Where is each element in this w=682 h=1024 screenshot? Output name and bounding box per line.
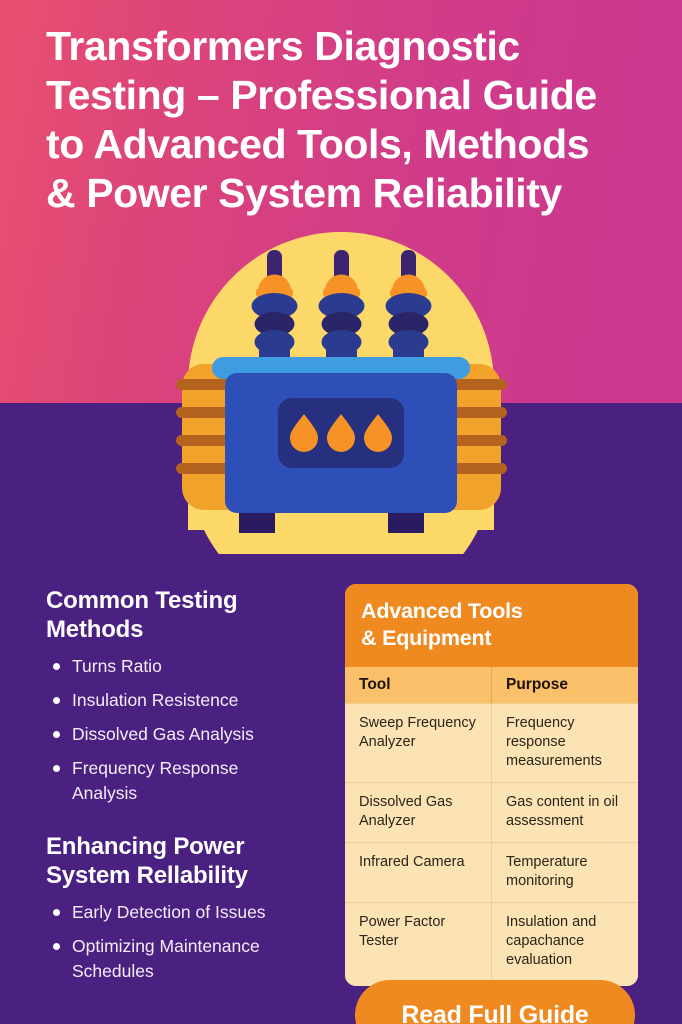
advanced-tools-card-title: Advanced Tools & Equipment xyxy=(361,599,523,650)
list-item: Optimizing Maintenance Schedules xyxy=(46,934,346,984)
cell-purpose: Frequency response measurements xyxy=(491,703,638,783)
list-item: Dissolved Gas Analysis xyxy=(46,722,346,747)
cell-purpose: Gas content in oil assessment xyxy=(491,782,638,843)
table-row: Dissolved Gas Analyzer Gas content in oi… xyxy=(345,782,638,843)
list-item: Turns Ratio xyxy=(46,654,346,679)
advanced-tools-card: Advanced Tools & Equipment Tool Purpose … xyxy=(345,584,638,986)
cell-tool: Power Factor Tester xyxy=(345,902,492,986)
enhancing-reliability-list: Early Detection of Issues Optimizing Mai… xyxy=(46,900,346,984)
bushing-right xyxy=(385,250,432,374)
testing-methods-list: Turns Ratio Insulation Resistence Dissol… xyxy=(46,654,346,806)
column-header-tool: Tool xyxy=(345,667,492,704)
read-full-guide-button[interactable]: Read Full Guide xyxy=(355,980,635,1024)
list-item: Frequency Response Analysis xyxy=(46,756,346,806)
cell-purpose: Insulation and capachance evaluation xyxy=(491,902,638,986)
table-row: Power Factor Tester Insulation and capac… xyxy=(345,902,638,986)
column-header-purpose: Purpose xyxy=(491,667,638,704)
table-row: Sweep Frequency Analyzer Frequency respo… xyxy=(345,703,638,783)
table-row: Infrared Camera Temperature monitoring xyxy=(345,842,638,903)
section-heading-testing-methods: Common Testing Methods xyxy=(46,587,238,643)
list-item: Early Detection of Issues xyxy=(46,900,346,925)
section-heading-enhancing-reliability: Enhancing Power System Rellability xyxy=(46,833,248,889)
advanced-tools-card-header: Advanced Tools & Equipment xyxy=(345,584,638,667)
table-header-row: Tool Purpose xyxy=(345,667,638,704)
oil-drop-icons xyxy=(290,414,392,452)
cell-tool: Dissolved Gas Analyzer xyxy=(345,782,492,843)
cell-purpose: Temperature monitoring xyxy=(491,842,638,903)
cell-tool: Sweep Frequency Analyzer xyxy=(345,703,492,783)
advanced-tools-table: Tool Purpose Sweep Frequency Analyzer Fr… xyxy=(345,667,638,986)
cell-tool: Infrared Camera xyxy=(345,842,492,903)
left-content-column: Common Testing Methods Turns Ratio Insul… xyxy=(46,586,346,993)
list-item: Insulation Resistence xyxy=(46,688,346,713)
transformer-illustration xyxy=(150,232,533,554)
page-title: Transformers Diagnostic Testing – Profes… xyxy=(46,23,597,216)
header-band: Transformers Diagnostic Testing – Profes… xyxy=(0,0,682,403)
